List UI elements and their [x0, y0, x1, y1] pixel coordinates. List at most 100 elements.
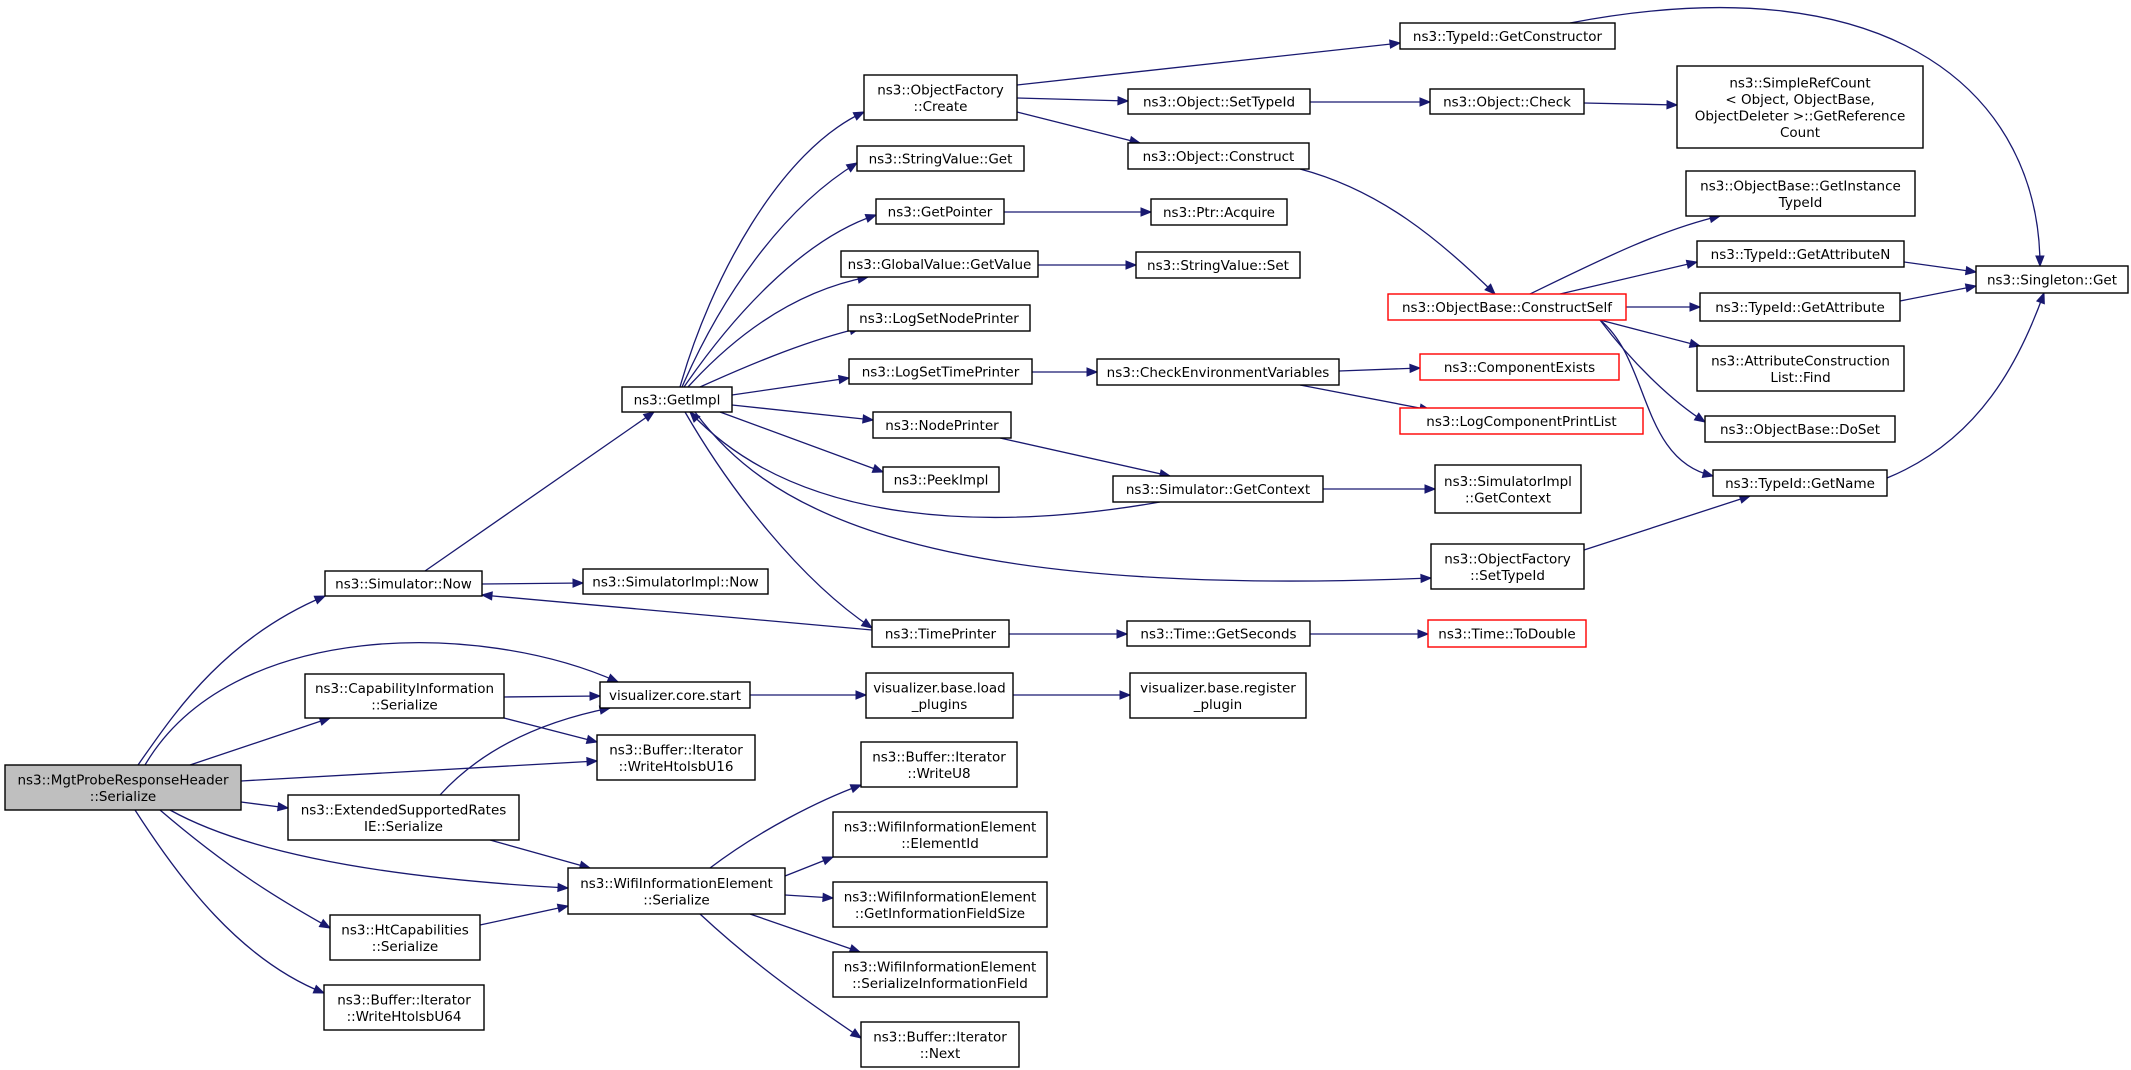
- call-edge-wifiie_serialize-to-buf_next: [699, 913, 863, 1039]
- node-label-line: ns3::ObjectFactory: [877, 82, 1004, 98]
- node-box: [1127, 88, 1311, 115]
- graph-node-simimpl-getcontext[interactable]: ns3::SimulatorImpl::GetContext: [1434, 464, 1582, 514]
- graph-node-buf-writehtolsbu64[interactable]: ns3::Buffer::Iterator::WriteHtolsbU64: [323, 984, 485, 1031]
- graph-node-object-check[interactable]: ns3::Object::Check: [1429, 88, 1585, 115]
- graph-node-simimpl-now[interactable]: ns3::SimulatorImpl::Now: [582, 568, 769, 595]
- graph-node-object-settypeid[interactable]: ns3::Object::SetTypeId: [1127, 88, 1311, 115]
- graph-node-typeid-getattribute[interactable]: ns3::TypeId::GetAttribute: [1699, 292, 1901, 322]
- node-box: [882, 466, 1000, 493]
- graph-node-wifiie-serializeinfofield[interactable]: ns3::WifiInformationElement::SerializeIn…: [832, 951, 1048, 998]
- node-label-line: < Object, ObjectBase,: [1725, 92, 1874, 108]
- call-graph-edges: [134, 7, 2045, 1039]
- edge-line: [1338, 367, 1421, 372]
- graph-node-stringvalue-set[interactable]: ns3::StringValue::Set: [1135, 251, 1301, 279]
- graph-node-peekimpl[interactable]: ns3::PeekImpl: [882, 466, 1000, 493]
- graph-node-time-todouble[interactable]: ns3::Time::ToDouble: [1427, 619, 1587, 648]
- graph-node-ptr-acquire[interactable]: ns3::Ptr::Acquire: [1150, 198, 1288, 226]
- call-edge-objbase_constructself-to-typeid_getattribute: [1626, 302, 1702, 312]
- node-label-line: ns3::TimePrinter: [885, 627, 997, 643]
- node-box: [1429, 88, 1585, 115]
- node-label-line: ns3::Ptr::Acquire: [1163, 205, 1275, 221]
- node-box: [860, 1021, 1020, 1068]
- graph-node-wifiie-getinfofieldsize[interactable]: ns3::WifiInformationElement::GetInformat…: [832, 881, 1048, 928]
- graph-node-root[interactable]: ns3::MgtProbeResponseHeader::Serialize: [4, 764, 242, 811]
- edge-line: [731, 404, 874, 421]
- call-edge-getimpl-to-objfactory_settypeid: [694, 411, 1433, 584]
- node-box: [1135, 251, 1301, 279]
- graph-node-stringvalue-get[interactable]: ns3::StringValue::Get: [856, 145, 1025, 172]
- graph-node-objfactory-create[interactable]: ns3::ObjectFactory::Create: [863, 74, 1018, 121]
- graph-node-getimpl[interactable]: ns3::GetImpl: [621, 386, 733, 413]
- call-edge-typeid_getattribute-to-singleton_get: [1899, 283, 1978, 302]
- graph-node-logsetnodeprinter[interactable]: ns3::LogSetNodePrinter: [847, 304, 1031, 332]
- graph-node-wifiie-serialize[interactable]: ns3::WifiInformationElement::Serialize: [567, 867, 786, 915]
- graph-node-getpointer[interactable]: ns3::GetPointer: [875, 198, 1005, 225]
- node-box: [1975, 265, 2129, 294]
- node-box: [856, 145, 1025, 172]
- graph-node-timeprinter[interactable]: ns3::TimePrinter: [871, 619, 1010, 648]
- graph-node-nodeprinter[interactable]: ns3::NodePrinter: [872, 411, 1012, 439]
- edge-arrowhead: [2035, 291, 2045, 305]
- graph-node-sim-now[interactable]: ns3::Simulator::Now: [324, 570, 483, 597]
- graph-node-wifiie-elementid[interactable]: ns3::WifiInformationElement::ElementId: [832, 811, 1048, 858]
- graph-node-objfactory-settypeid[interactable]: ns3::ObjectFactory::SetTypeId: [1430, 543, 1585, 590]
- node-label-line: ns3::NodePrinter: [885, 418, 999, 434]
- edge-line: [719, 411, 884, 473]
- graph-node-objbase-doset[interactable]: ns3::ObjectBase::DoSet: [1704, 415, 1896, 443]
- node-box: [1112, 475, 1324, 503]
- graph-node-objbase-constructself[interactable]: ns3::ObjectBase::ConstructSelf: [1387, 293, 1627, 321]
- edge-arrowhead: [849, 1028, 863, 1039]
- graph-node-logcomponentprintlist[interactable]: ns3::LogComponentPrintList: [1399, 407, 1644, 435]
- node-label-line: ns3::ObjectBase::ConstructSelf: [1402, 300, 1613, 316]
- node-box: [840, 250, 1039, 278]
- node-box: [832, 811, 1048, 858]
- graph-node-viz-base-registerplugin[interactable]: visualizer.base.register_plugin: [1129, 672, 1307, 719]
- call-edge-getimpl-to-objfactory_create: [679, 111, 866, 388]
- graph-node-singleton-get[interactable]: ns3::Singleton::Get: [1975, 265, 2129, 294]
- graph-node-typeid-getattributen[interactable]: ns3::TypeId::GetAttributeN: [1696, 240, 1905, 268]
- edge-arrowhead: [822, 892, 835, 903]
- call-edge-htcap_serialize-to-wifiie_serialize: [479, 903, 570, 926]
- graph-node-object-construct[interactable]: ns3::Object::Construct: [1127, 142, 1310, 170]
- call-edge-objfactory_settypeid-to-typeid_getname: [1583, 494, 1752, 551]
- call-edge-globalvalue_getvalue-to-stringvalue_set: [1038, 260, 1138, 270]
- call-edge-wifiie_serialize-to-wifiie_serializeinfofield: [749, 913, 862, 954]
- call-edge-root-to-buf_writehtolsbu64: [134, 809, 326, 994]
- graph-node-typeid-getname[interactable]: ns3::TypeId::GetName: [1712, 469, 1888, 497]
- edge-line: [1016, 111, 1141, 144]
- graph-node-typeid-getconstructor[interactable]: ns3::TypeId::GetConstructor: [1399, 22, 1616, 50]
- graph-node-buf-next[interactable]: ns3::Buffer::Iterator::Next: [860, 1021, 1020, 1068]
- graph-node-componentexists[interactable]: ns3::ComponentExists: [1419, 353, 1620, 381]
- graph-node-viz-base-loadplugins[interactable]: visualizer.base.load_plugins: [865, 672, 1014, 719]
- call-edge-timeprinter-to-sim_now: [480, 591, 873, 631]
- graph-node-checkenv[interactable]: ns3::CheckEnvironmentVariables: [1096, 358, 1340, 386]
- edge-line: [479, 905, 569, 926]
- edge-line: [709, 784, 862, 869]
- node-label-line: _plugins: [911, 697, 968, 713]
- edge-line: [699, 327, 861, 388]
- graph-node-sim-getcontext[interactable]: ns3::Simulator::GetContext: [1112, 475, 1324, 503]
- graph-node-simplerefcount[interactable]: ns3::SimpleRefCount< Object, ObjectBase,…: [1676, 65, 1924, 149]
- graph-node-htcap-serialize[interactable]: ns3::HtCapabilities::Serialize: [329, 914, 481, 961]
- graph-node-logsettimeprinter[interactable]: ns3::LogSetTimePrinter: [848, 358, 1033, 385]
- node-label-line: ns3::Buffer::Iterator: [609, 742, 743, 758]
- graph-node-buf-writehtolsbu16[interactable]: ns3::Buffer::Iterator::WriteHtolsbU16: [596, 734, 756, 781]
- edge-line: [503, 717, 598, 743]
- graph-node-time-getseconds[interactable]: ns3::Time::GetSeconds: [1126, 620, 1311, 647]
- edge-arrowhead: [606, 673, 620, 683]
- edge-arrowhead: [1964, 283, 1978, 293]
- graph-node-viz-core-start[interactable]: visualizer.core.start: [599, 681, 751, 709]
- graph-node-buf-writeu8[interactable]: ns3::Buffer::Iterator::WriteU8: [860, 741, 1018, 788]
- node-label-line: ObjectDeleter >::GetReference: [1695, 108, 1906, 124]
- call-edge-typeid_getconstructor-to-singleton_get: [1569, 7, 2045, 268]
- node-label-line: TypeId: [1778, 195, 1823, 211]
- node-label-line: ns3::Simulator::GetContext: [1126, 482, 1310, 498]
- graph-node-capinfo-serialize[interactable]: ns3::CapabilityInformation::Serialize: [304, 673, 505, 719]
- edge-line: [1529, 215, 1721, 295]
- edge-arrowhead: [1140, 207, 1153, 217]
- graph-node-globalvalue-getvalue[interactable]: ns3::GlobalValue::GetValue: [840, 250, 1039, 278]
